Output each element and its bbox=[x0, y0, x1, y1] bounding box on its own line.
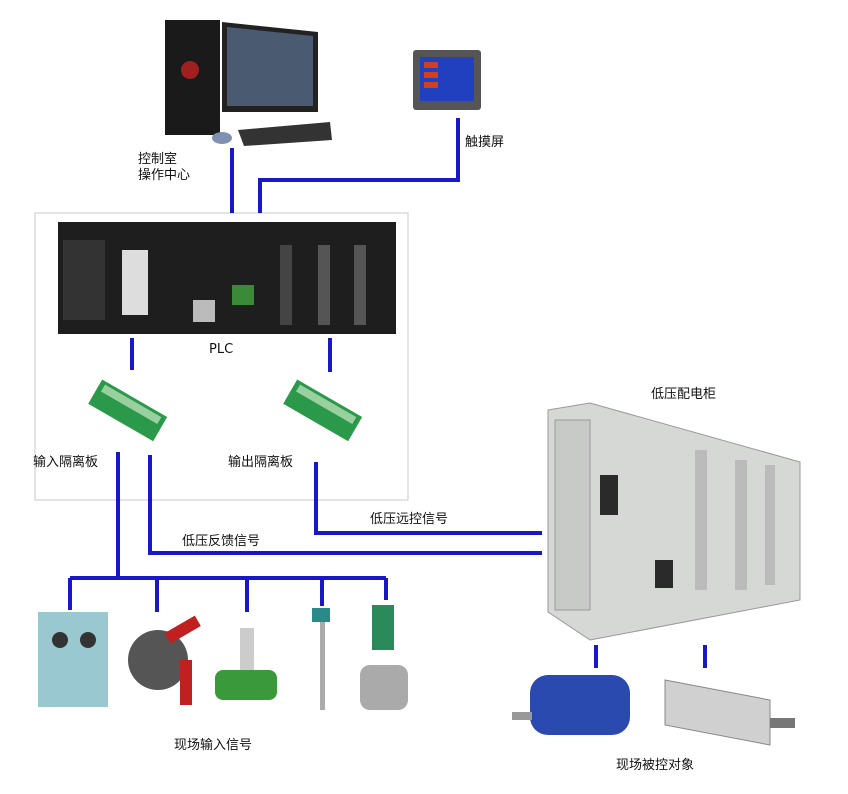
motor-icon bbox=[512, 675, 630, 735]
temperature-sensor-icon bbox=[320, 620, 325, 710]
field-controlled-object-label: 现场被控对象 bbox=[616, 758, 695, 773]
field-devices-icons bbox=[38, 605, 408, 710]
low-voltage-cabinet-icon bbox=[547, 402, 801, 641]
input-isolation-board-icon bbox=[88, 379, 168, 442]
plc-label: PLC bbox=[209, 342, 234, 357]
low-voltage-cabinet-label: 低压配电柜 bbox=[651, 387, 717, 402]
computer-icon bbox=[165, 20, 332, 146]
field-input-signal-label: 现场输入信号 bbox=[174, 738, 253, 753]
line-remote bbox=[314, 462, 542, 535]
input-isolation-board-label: 输入隔离板 bbox=[33, 455, 99, 470]
line-feedback bbox=[148, 455, 542, 555]
deviation-switch-icon bbox=[240, 628, 254, 673]
remote-signal-label: 低压远控信号 bbox=[370, 512, 449, 527]
output-isolation-board-label: 输出隔离板 bbox=[228, 455, 294, 470]
control-room-label-line2: 操作中心 bbox=[138, 168, 191, 183]
cylinder-icon bbox=[664, 679, 795, 746]
feedback-signal-label: 低压反馈信号 bbox=[182, 534, 261, 549]
output-isolation-board-icon bbox=[283, 379, 363, 442]
connection-lines bbox=[68, 118, 707, 668]
plc-frame bbox=[34, 212, 409, 501]
touch-screen-label: 触摸屏 bbox=[465, 135, 505, 150]
control-box-icon bbox=[38, 612, 108, 707]
flow-meter-icon bbox=[372, 605, 394, 650]
control-room-label-line1: 控制室 bbox=[138, 152, 178, 167]
touch-screen-icon bbox=[413, 50, 481, 110]
pull-switch-icon bbox=[128, 630, 188, 690]
line-input-bus bbox=[68, 452, 388, 612]
plc-rack-icon bbox=[58, 222, 396, 334]
line-touchscreen-plc bbox=[258, 118, 460, 213]
